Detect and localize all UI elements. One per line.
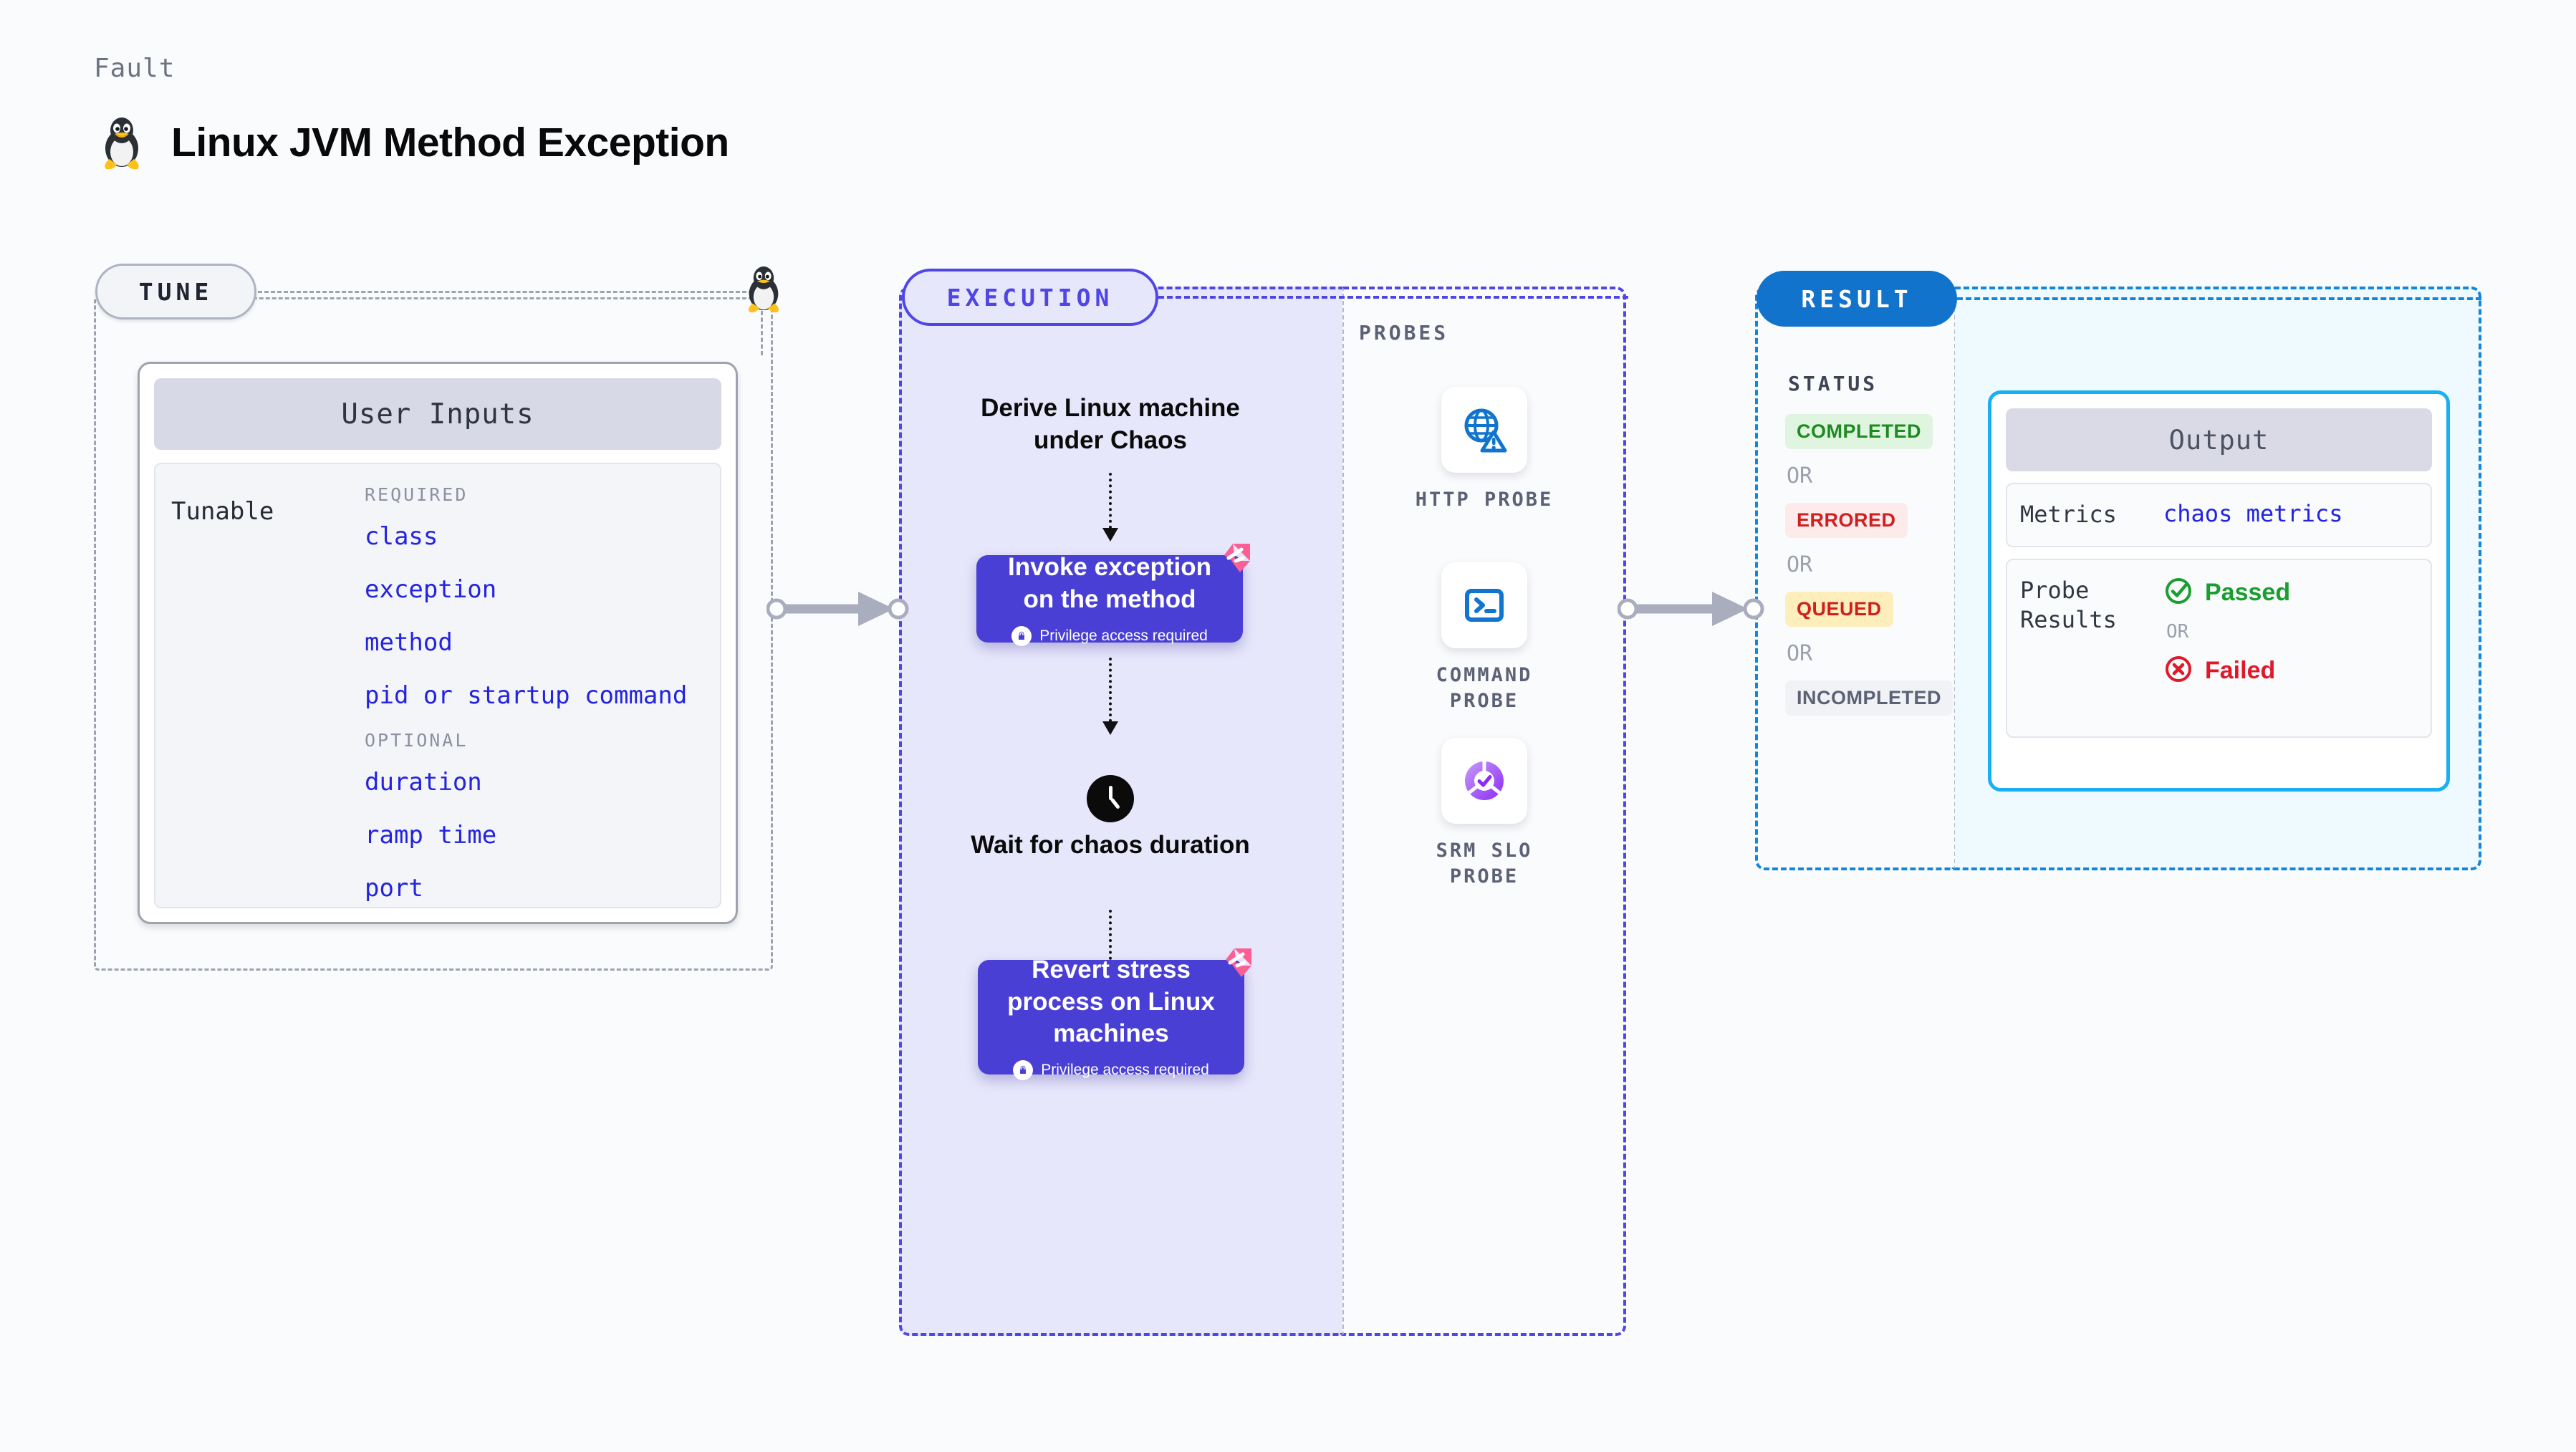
user-inputs-title: User Inputs xyxy=(154,378,721,450)
globe-warning-icon xyxy=(1441,387,1527,473)
x-circle-icon xyxy=(2163,654,2193,688)
status-or-3: OR xyxy=(1787,641,1813,666)
probe-result-failed-label: Failed xyxy=(2205,656,2276,684)
tune-leader-line-vertical xyxy=(761,291,763,355)
result-section-pill[interactable]: RESULT xyxy=(1756,271,1957,327)
status-badge-completed: COMPLETED xyxy=(1785,414,1933,449)
tune-leader-line xyxy=(258,291,759,293)
output-metrics-value[interactable]: chaos metrics xyxy=(2163,500,2343,527)
page-kicker: Fault xyxy=(94,54,176,83)
probe-srm-slo-label: SRM SLO PROBE xyxy=(1436,840,1533,888)
execution-arrow-1 xyxy=(1102,473,1118,542)
execution-node-revert-stress[interactable]: Revert stress process on Linux machines … xyxy=(978,948,1251,1081)
execution-node-revert-stress-label: Revert stress process on Linux machines xyxy=(1007,955,1215,1048)
status-or-1: OR xyxy=(1787,463,1813,489)
tunable-group-optional: OPTIONAL xyxy=(365,730,468,751)
tunable-item-duration[interactable]: duration xyxy=(365,768,482,797)
tune-section-pill[interactable]: TUNE xyxy=(95,264,256,319)
chaos-badge-icon xyxy=(1216,944,1254,986)
privilege-text: Privilege access required xyxy=(1039,627,1208,644)
execution-step-derive-label: Derive Linux machine under Chaos xyxy=(981,394,1240,454)
output-probe-results-values: Passed OR Failed xyxy=(2163,576,2290,721)
user-inputs-card: User Inputs Tunable REQUIRED class excep… xyxy=(138,362,738,924)
probe-result-or: OR xyxy=(2166,620,2189,643)
probe-result-passed-label: Passed xyxy=(2205,578,2291,606)
status-badge-incompleted: INCOMPLETED xyxy=(1785,681,1953,716)
slo-donut-check-icon xyxy=(1441,738,1527,824)
status-badge-queued: QUEUED xyxy=(1785,592,1893,627)
status-badge-errored: ERRORED xyxy=(1785,503,1908,538)
tunable-item-port[interactable]: port xyxy=(365,874,423,903)
probes-title: PROBES xyxy=(1359,321,1449,345)
execution-node-revert-stress-privilege: Privilege access required xyxy=(1013,1060,1209,1081)
privilege-text: Privilege access required xyxy=(1041,1062,1209,1079)
probe-http-label: HTTP PROBE xyxy=(1415,489,1554,511)
linux-penguin-icon xyxy=(97,115,147,170)
status-title: STATUS xyxy=(1788,372,1878,395)
output-metrics-key: Metrics xyxy=(2020,501,2117,528)
execution-arrow-2 xyxy=(1102,658,1118,735)
check-circle-icon xyxy=(2163,576,2193,610)
tunable-item-ramp-time[interactable]: ramp time xyxy=(365,821,497,850)
tunable-item-exception[interactable]: exception xyxy=(365,575,497,604)
output-title: Output xyxy=(2006,408,2432,471)
tunable-item-method[interactable]: method xyxy=(365,628,453,657)
tune-panel xyxy=(94,297,773,971)
execution-leader-line xyxy=(1158,296,1628,299)
tunable-item-pid-or-startup-command[interactable]: pid or startup command xyxy=(365,681,688,710)
probe-srm-slo[interactable]: SRM SLO PROBE xyxy=(1402,738,1567,890)
output-card: Output Metrics chaos metrics Probe Resul… xyxy=(1988,390,2450,792)
execution-node-invoke-exception[interactable]: Invoke exception on the method Privilege… xyxy=(976,544,1250,646)
execution-section-pill[interactable]: EXECUTION xyxy=(902,269,1158,326)
probe-command[interactable]: COMMAND PROBE xyxy=(1402,562,1567,715)
status-list: COMPLETED OR ERRORED OR QUEUED OR INCOMP… xyxy=(1785,414,1953,716)
tune-linux-penguin-icon xyxy=(741,264,786,317)
tunable-label: Tunable xyxy=(171,497,274,526)
tunable-group-required: REQUIRED xyxy=(365,484,468,505)
connector-execution-to-result xyxy=(1617,586,1765,635)
clock-icon xyxy=(1087,775,1134,822)
execution-node-invoke-exception-privilege: Privilege access required xyxy=(1011,625,1208,646)
execution-node-invoke-exception-label: Invoke exception on the method xyxy=(1008,553,1211,613)
probe-http[interactable]: HTTP PROBE xyxy=(1402,387,1567,513)
probe-result-failed: Failed xyxy=(2163,654,2290,688)
page-title-row: Linux JVM Method Exception xyxy=(97,115,729,170)
lock-icon xyxy=(1013,1060,1034,1081)
output-metrics-row: Metrics chaos metrics xyxy=(2006,483,2432,547)
page-title: Linux JVM Method Exception xyxy=(171,120,729,165)
result-leader-line xyxy=(1957,297,2481,300)
tunable-row: Tunable REQUIRED class exception method … xyxy=(154,463,721,908)
probe-result-passed: Passed xyxy=(2163,576,2290,610)
output-probe-results-key: Probe Results xyxy=(2020,576,2117,634)
output-probe-results-row: Probe Results Passed OR xyxy=(2006,558,2432,738)
probe-command-label: COMMAND PROBE xyxy=(1436,664,1533,713)
execution-step-wait-label: Wait for chaos duration xyxy=(971,831,1250,859)
tunable-list: REQUIRED class exception method pid or s… xyxy=(365,480,713,903)
chaos-badge-icon xyxy=(1214,539,1253,582)
lock-icon xyxy=(1011,625,1032,646)
terminal-icon xyxy=(1441,562,1527,648)
tunable-item-class[interactable]: class xyxy=(365,522,438,551)
status-or-2: OR xyxy=(1787,552,1813,577)
connector-tune-to-execution xyxy=(766,586,910,635)
